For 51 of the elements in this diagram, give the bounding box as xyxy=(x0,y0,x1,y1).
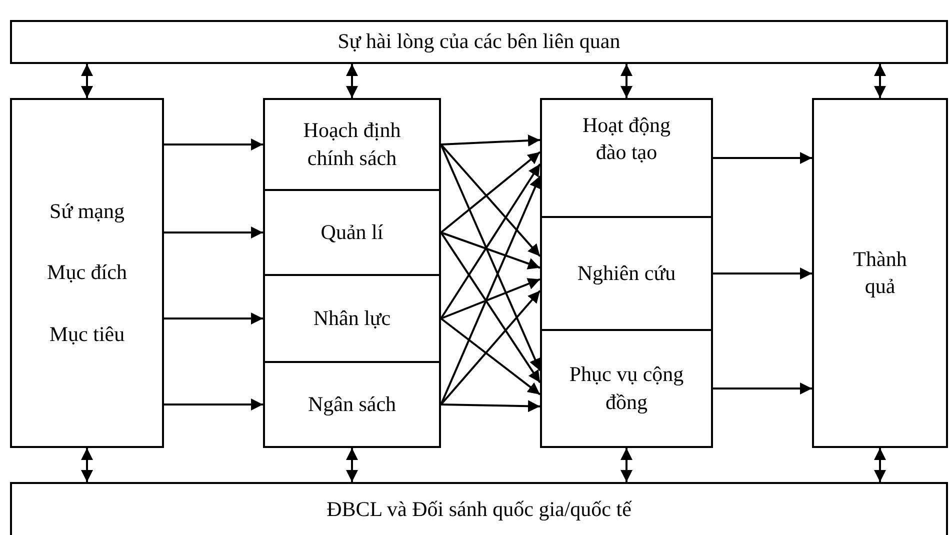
arrow xyxy=(440,144,541,372)
arrow xyxy=(164,226,263,238)
arrow xyxy=(713,152,812,164)
arrow xyxy=(164,138,263,150)
arrow xyxy=(440,176,541,405)
node-label: Ngân sách xyxy=(308,390,396,418)
arrow xyxy=(164,398,263,410)
double-arrow xyxy=(874,64,886,98)
arrow xyxy=(440,151,541,234)
arrow xyxy=(440,290,541,406)
double-arrow xyxy=(620,64,632,98)
node-label: Mục tiêu xyxy=(49,320,125,348)
node-label: Nghiên cứu xyxy=(577,260,676,287)
double-arrow xyxy=(346,448,358,482)
process-box xyxy=(540,98,713,218)
double-arrow xyxy=(874,448,886,482)
arrow xyxy=(440,163,541,320)
node-label: Hoạch định chính sách xyxy=(302,117,402,172)
arrow xyxy=(440,278,540,320)
node-label: Sự hài lòng của các bên liên quan xyxy=(338,28,620,56)
arrow xyxy=(440,134,540,147)
process-box xyxy=(263,98,441,191)
node-label: Thành quả xyxy=(852,246,908,300)
double-arrow xyxy=(81,64,93,98)
node-label: Mục đích xyxy=(47,259,127,286)
node-label: Hoạt động đào tạo xyxy=(581,112,672,166)
process-box xyxy=(812,98,948,448)
process-box xyxy=(263,189,441,276)
double-arrow xyxy=(620,448,632,482)
arrow xyxy=(164,312,263,324)
node-label: ĐBCL và Đối sánh quốc gia/quốc tế xyxy=(326,496,632,524)
process-box xyxy=(263,361,441,448)
node-label: Phục vụ cộng đồng xyxy=(568,361,685,416)
arrow xyxy=(440,144,541,257)
node-label: Nhân lực xyxy=(313,304,391,332)
arrow xyxy=(440,232,540,270)
arrow xyxy=(440,232,541,384)
double-arrow xyxy=(81,448,93,482)
node-label: Sứ mạng xyxy=(50,198,124,226)
process-box xyxy=(540,216,713,331)
arrow xyxy=(713,268,812,280)
arrow xyxy=(440,400,540,412)
arrow xyxy=(440,318,541,396)
node-label: Quản lí xyxy=(320,218,384,246)
process-box xyxy=(10,98,164,448)
process-box xyxy=(10,482,948,535)
double-arrow xyxy=(346,64,358,98)
process-box xyxy=(263,274,441,363)
process-box xyxy=(540,329,713,448)
arrow xyxy=(713,382,812,394)
process-box xyxy=(10,20,948,64)
